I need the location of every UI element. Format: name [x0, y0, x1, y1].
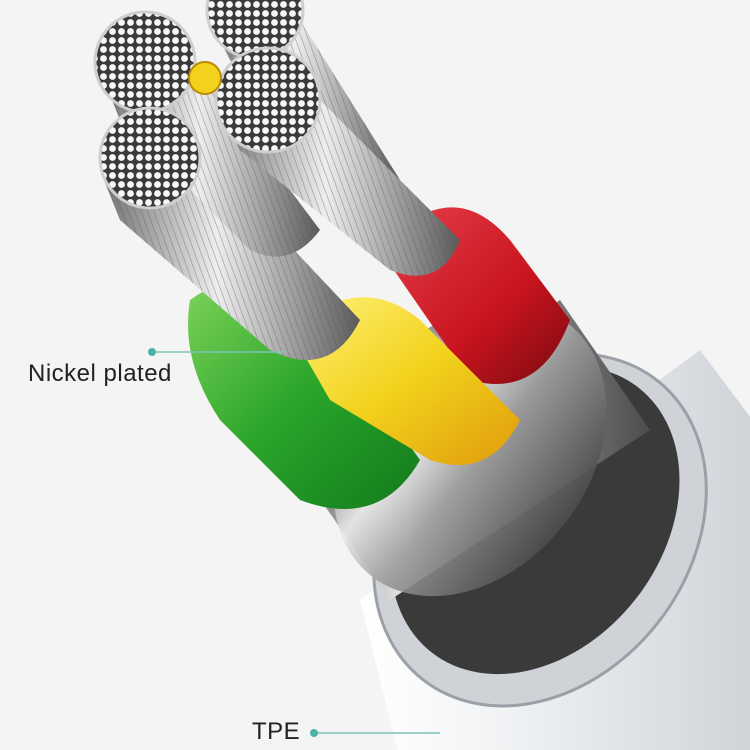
tpe-label: TPE — [252, 718, 301, 745]
insulation-green — [188, 279, 420, 509]
wire-strand-icon — [93, 0, 322, 210]
tpe-callout — [310, 729, 440, 737]
nickel-callout — [148, 348, 285, 356]
nickel-plated-label: Nickel plated — [28, 360, 172, 387]
